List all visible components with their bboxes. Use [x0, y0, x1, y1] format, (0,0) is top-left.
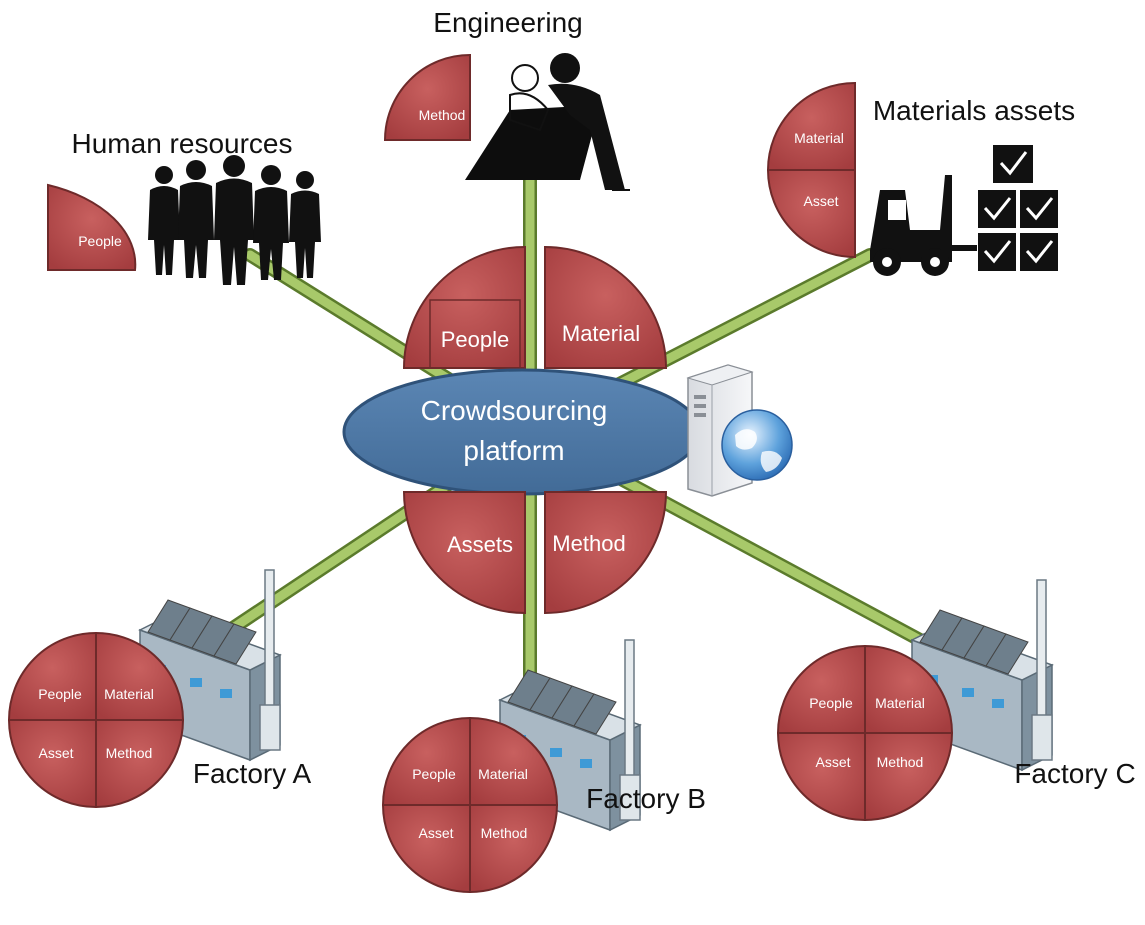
- factory-a-method: Method: [106, 745, 153, 761]
- factory-a-asset: Asset: [38, 745, 73, 761]
- factory-c-people: People: [809, 695, 853, 711]
- factory-c-material: Material: [875, 695, 925, 711]
- factory-c-asset: Asset: [815, 754, 850, 770]
- center-quadrant-assets-label: Assets: [447, 532, 513, 557]
- platform-title-line1: Crowdsourcing: [421, 395, 608, 426]
- center-quadrant-material: [544, 245, 668, 369]
- factory-a-material: Material: [104, 686, 154, 702]
- factory-a-label: Factory A: [193, 758, 312, 789]
- people-silhouettes-icon: [148, 155, 321, 285]
- materials-quadrant-material-label: Material: [794, 130, 844, 146]
- center-quadrant-people-label: People: [441, 327, 510, 352]
- center-quadrant-method: [544, 491, 668, 615]
- factory-a-people: People: [38, 686, 82, 702]
- center-quadrant-method-label: Method: [552, 531, 625, 556]
- human-resources-quadrant: [47, 183, 137, 271]
- factory-b-circle: [381, 716, 559, 894]
- engineering-quadrant-label: Method: [419, 107, 466, 123]
- factory-b-method: Method: [481, 825, 528, 841]
- factory-a-circle: [7, 631, 185, 809]
- center-quadrants-top: [402, 245, 668, 369]
- factory-c-label: Factory C: [1014, 758, 1135, 789]
- materials-quadrant-asset-label: Asset: [803, 193, 838, 209]
- human-resources-quadrant-label: People: [78, 233, 122, 249]
- human-resources-label: Human resources: [72, 128, 293, 159]
- materials-quadrant-asset: [766, 169, 856, 259]
- check-icon: [978, 145, 1058, 271]
- factory-b-label: Factory B: [586, 783, 706, 814]
- factory-c-method: Method: [877, 754, 924, 770]
- center-quadrant-assets: [402, 491, 526, 615]
- factory-b-asset: Asset: [418, 825, 453, 841]
- center-quadrants-bottom: [402, 491, 668, 615]
- factory-c-circle: [776, 644, 954, 822]
- forklift-icon: [870, 175, 977, 276]
- center-quadrant-material-label: Material: [562, 321, 640, 346]
- factory-b-people: People: [412, 766, 456, 782]
- engineering-quadrant: [383, 53, 471, 141]
- engineers-icon: [465, 53, 630, 191]
- globe-icon: [721, 409, 793, 481]
- center-quadrant-people: [402, 245, 526, 369]
- factory-b-material: Material: [478, 766, 528, 782]
- platform-title-line2: platform: [463, 435, 564, 466]
- materials-quadrant-material: [766, 81, 856, 171]
- engineering-label: Engineering: [433, 7, 582, 38]
- materials-assets-label: Materials assets: [873, 95, 1075, 126]
